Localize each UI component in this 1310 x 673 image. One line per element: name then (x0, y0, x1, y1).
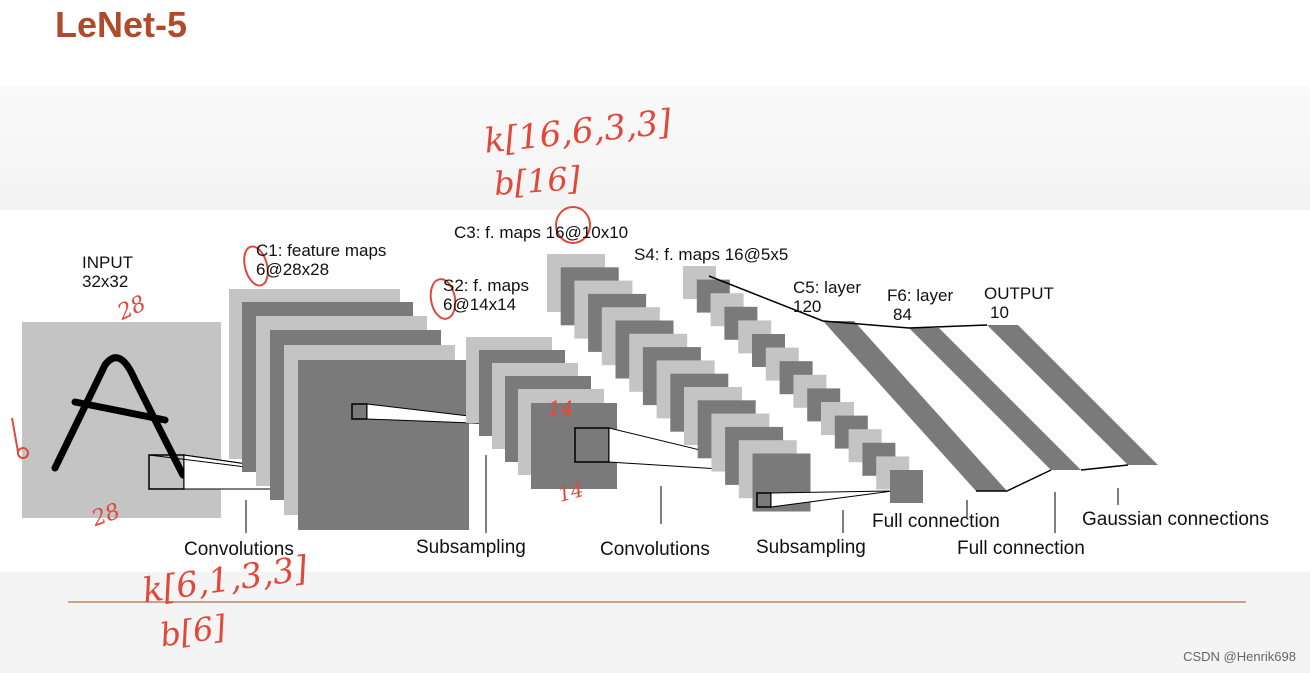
circle-s2-channels (429, 278, 457, 320)
op-subsampling-2: Subsampling (756, 537, 866, 558)
c5-layer-band (823, 321, 1007, 491)
circle-c1-channels (243, 245, 269, 287)
input-letter-a (51, 354, 187, 479)
op-gaussian-connections: Gaussian connections (1082, 509, 1269, 530)
output-layer-band (987, 325, 1158, 465)
op-convolutions-2: Convolutions (600, 539, 710, 560)
slide-title: LeNet-5 (55, 4, 188, 45)
f6-layer-band (909, 328, 1081, 470)
s4-map-16 (890, 470, 923, 503)
watermark: CSDN @Henrik698 (1183, 649, 1296, 664)
op-subsampling-1: Subsampling (416, 537, 526, 558)
op-full-connection-1: Full connection (872, 511, 1000, 532)
c3-feature-map-stack (547, 254, 811, 512)
annotation-b-c3: b[16] (492, 159, 582, 203)
slide-divider-line (68, 601, 1246, 603)
s4-feature-map-stack (683, 266, 923, 503)
op-convolutions-1: Convolutions (184, 539, 294, 560)
bottom-background-band (0, 572, 1310, 673)
circle-c3-channels (555, 206, 591, 244)
c3-label: C3: f. maps 16@10x10 (454, 223, 629, 242)
s2-feature-map-stack (466, 337, 617, 489)
annotation-14-top: 14 (548, 396, 574, 420)
s4-label: S4: f. maps 16@5x5 (634, 245, 789, 264)
annotation-1: 1 (6, 400, 7, 401)
c1-feature-map-stack (229, 289, 469, 530)
op-full-connection-2: Full connection (957, 538, 1085, 559)
top-background-band (0, 86, 1310, 210)
